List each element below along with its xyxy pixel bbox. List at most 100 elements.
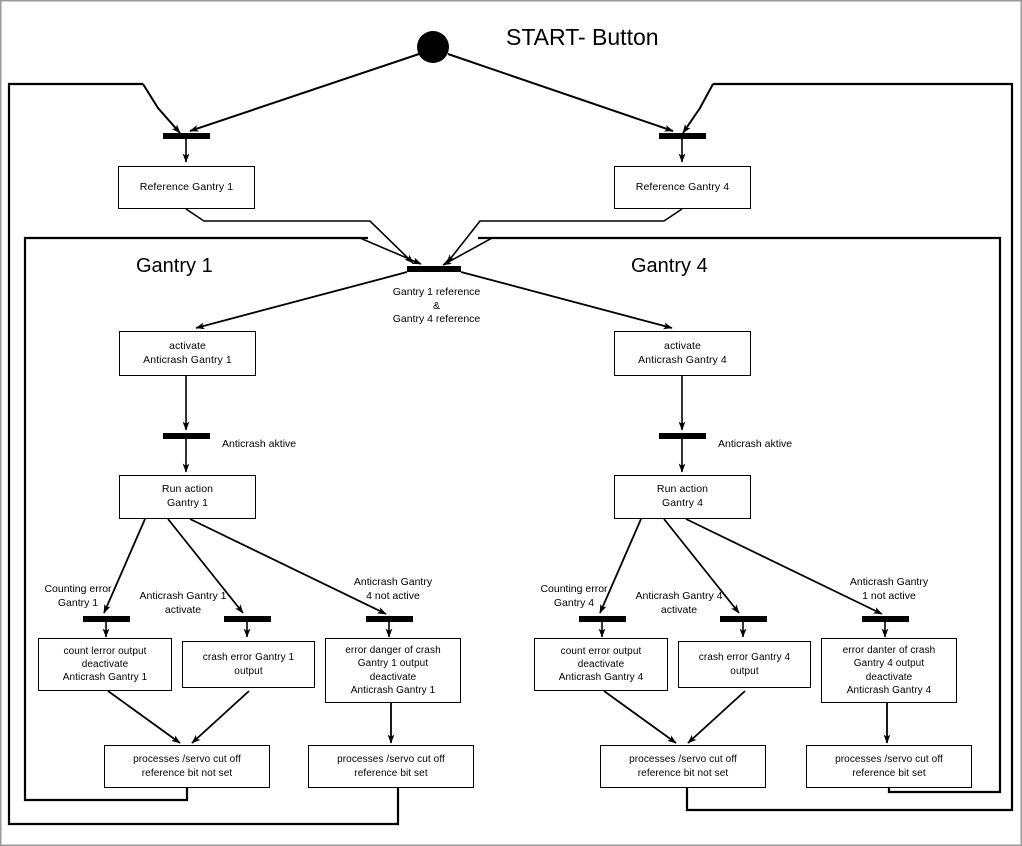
- place-run-action-gantry-1[interactable]: Run action Gantry 1: [119, 475, 256, 519]
- transition-label-anticrash-g1-not-active: Anticrash Gantry 1 not active: [849, 576, 929, 602]
- arc-start-to-t4: [447, 53, 674, 132]
- arc-center-to-actg1: [195, 271, 408, 330]
- place-error-danger-of-crash-gantry-1[interactable]: error danger of crash Gantry 1 output de…: [325, 638, 461, 703]
- node-line: Gantry 4 output: [853, 658, 925, 670]
- inner-frame: [23, 236, 368, 802]
- arc-crasherr-to-procnotset-g4: [687, 690, 746, 744]
- transition-bar-count-err-g4: [579, 616, 626, 622]
- node-line: reference bit not set: [637, 767, 729, 779]
- arc-rung1-to-tnact: [189, 518, 387, 615]
- place-activate-anticrash-gantry-1[interactable]: activate Anticrash Gantry 1: [119, 331, 256, 376]
- arc-rung1-to-tact: [167, 518, 244, 614]
- node-line: reference bit set: [852, 767, 926, 779]
- node-line: processes /servo cut off: [629, 754, 737, 766]
- node-line: count lerror output: [63, 645, 147, 657]
- transition-bar-count-err-g1: [83, 616, 130, 622]
- place-processes-servo-cutoff-ref-not-set-gantry-4[interactable]: processes /servo cut off reference bit n…: [600, 745, 766, 788]
- arc-feedback-to-t4: [682, 83, 714, 134]
- arc-rung4-to-tcnt: [599, 518, 642, 614]
- node-line: count error output: [560, 645, 642, 657]
- transition-bar-center: [407, 266, 461, 272]
- node-line: deactivate: [577, 658, 625, 670]
- arc-crasherr-to-procnotset-g1: [191, 690, 250, 744]
- place-count-error-output-gantry-1[interactable]: count lerror output deactivate Anticrash…: [38, 638, 172, 691]
- transition-label-anticrash-activate-g1: Anticrash Gantry 1 activate: [139, 590, 227, 616]
- transition-bar-crash-err-g1: [224, 616, 271, 622]
- arc-refg1-to-center-b: [25, 237, 422, 265]
- outer-frame: [7, 82, 400, 826]
- transition-bar-crash-err-g4: [720, 616, 767, 622]
- place-processes-servo-cutoff-ref-set-gantry-4[interactable]: processes /servo cut off reference bit s…: [806, 745, 972, 788]
- node-line: error danter of crash: [842, 645, 936, 657]
- arc-cnterr-to-procnotset-g4: [603, 690, 677, 744]
- transition-label-anticrash-active-g4: Anticrash aktive: [718, 438, 793, 450]
- node-line: Run action: [656, 483, 709, 496]
- node-line: error danger of crash: [345, 645, 441, 657]
- transition-label-counting-error-g4: Counting error Gantry 4: [540, 583, 608, 609]
- place-crash-error-gantry-1[interactable]: crash error Gantry 1 output: [182, 641, 315, 688]
- node-line: activate: [664, 339, 701, 352]
- node-line: Gantry 4: [661, 497, 704, 509]
- node-line: output: [730, 665, 759, 677]
- node-line: Anticrash Gantry 4: [638, 353, 727, 366]
- node-line: Anticrash Gantry 4: [558, 672, 644, 684]
- place-error-danger-of-crash-gantry-4[interactable]: error danter of crash Gantry 4 output de…: [821, 638, 957, 703]
- transition-bar-danger-g4: [862, 616, 909, 622]
- arc-feedback-to-t1: [142, 83, 181, 134]
- node-line: deactivate: [81, 658, 129, 670]
- node-line: crash error Gantry 4: [698, 652, 791, 664]
- place-reference-gantry-4[interactable]: Reference Gantry 4: [614, 166, 751, 209]
- node-line: Run action: [161, 483, 214, 496]
- node-line: deactivate: [369, 671, 417, 683]
- node-line: reference bit set: [354, 767, 428, 779]
- node-line: Gantry 1 output: [357, 658, 429, 670]
- node-line: Reference Gantry 4: [635, 180, 730, 193]
- transition-label-counting-error-g1: Counting error Gantry 1: [44, 583, 112, 609]
- place-reference-gantry-1[interactable]: Reference Gantry 1: [118, 166, 255, 209]
- node-line: Reference Gantry 1: [139, 180, 234, 193]
- place-count-error-output-gantry-4[interactable]: count error output deactivate Anticrash …: [534, 638, 668, 691]
- place-activate-anticrash-gantry-4[interactable]: activate Anticrash Gantry 4: [614, 331, 751, 376]
- node-line: Anticrash Gantry 1: [62, 672, 148, 684]
- place-processes-servo-cutoff-ref-set-gantry-1[interactable]: processes /servo cut off reference bit s…: [308, 745, 474, 788]
- outer-frame-right: [685, 82, 1014, 812]
- page-title: START- Button: [506, 24, 659, 50]
- transition-label-anticrash-active-g1: Anticrash aktive: [222, 438, 297, 450]
- zone-label-gantry1: Gantry 1: [136, 255, 213, 277]
- place-crash-error-gantry-4[interactable]: crash error Gantry 4 output: [678, 641, 811, 688]
- node-line: Anticrash Gantry 1: [350, 684, 436, 696]
- node-line: activate: [169, 339, 206, 352]
- node-line: processes /servo cut off: [835, 754, 943, 766]
- transition-bar-ref-g1: [163, 133, 210, 139]
- zone-label-gantry4: Gantry 4: [631, 255, 708, 277]
- arc-rung4-to-tnact: [685, 518, 883, 615]
- arc-refg4-to-center-b: [442, 237, 1000, 266]
- node-line: Anticrash Gantry 1: [143, 353, 232, 366]
- node-line: crash error Gantry 1: [202, 652, 295, 664]
- arc-rung1-to-tcnt: [103, 518, 146, 614]
- arc-refg4-to-center-a: [446, 208, 683, 264]
- node-line: Anticrash Gantry 4: [846, 684, 932, 696]
- arc-center-to-actg4: [460, 271, 673, 330]
- arc-start-to-t1: [189, 53, 420, 132]
- arc-refg1-to-center-a: [185, 208, 414, 264]
- node-line: reference bit not set: [141, 767, 233, 779]
- transition-bar-danger-g1: [366, 616, 413, 622]
- node-line: processes /servo cut off: [133, 754, 241, 766]
- node-line: output: [234, 665, 263, 677]
- transition-bar-anticrash-g4: [659, 433, 706, 439]
- transition-bar-ref-g4: [659, 133, 706, 139]
- place-run-action-gantry-4[interactable]: Run action Gantry 4: [614, 475, 751, 519]
- place-processes-servo-cutoff-ref-not-set-gantry-1[interactable]: processes /servo cut off reference bit n…: [104, 745, 270, 788]
- transition-label-anticrash-g4-not-active: Anticrash Gantry 4 not active: [353, 576, 433, 602]
- transition-label-anticrash-activate-g4: Anticrash Gantry 4 activate: [635, 590, 723, 616]
- transition-bar-anticrash-g1: [163, 433, 210, 439]
- start-button-place: [417, 31, 449, 63]
- arc-rung4-to-tact: [663, 518, 740, 614]
- node-line: processes /servo cut off: [337, 754, 445, 766]
- node-line: deactivate: [865, 671, 913, 683]
- node-line: Gantry 1: [166, 497, 209, 509]
